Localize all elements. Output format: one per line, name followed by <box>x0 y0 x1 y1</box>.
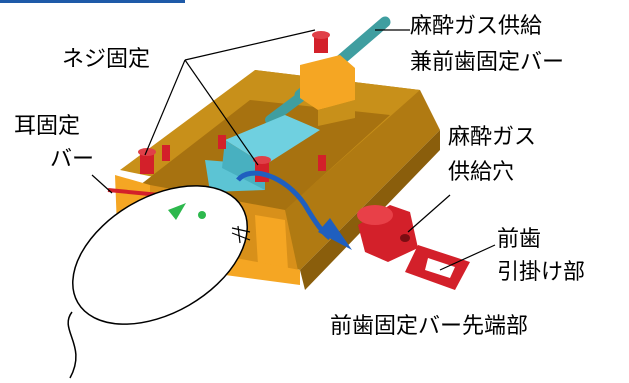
header-accent-rule <box>0 0 185 3</box>
mouse-eye <box>198 211 206 219</box>
label-gas-supply-bar-line2: 兼前歯固定バー <box>410 50 565 75</box>
incisor-bar-tip <box>357 205 470 290</box>
mouse-ear-marker <box>168 203 186 220</box>
label-gas-hole-line2: 供給穴 <box>448 160 515 185</box>
detail-arrow <box>236 170 352 250</box>
label-ear-bar-line1: 耳固定 <box>14 114 81 139</box>
label-incisor-hook-line1: 前歯 <box>497 227 542 252</box>
label-ear-bar-line2: バー <box>50 147 95 172</box>
whisker-3 <box>237 225 241 244</box>
mouse-tail <box>67 311 77 379</box>
whisker-1 <box>231 227 251 233</box>
gas-supply-hole <box>400 234 410 242</box>
leader-lines <box>91 29 496 271</box>
label-gas-supply-bar-line1: 麻酔ガス供給 <box>410 14 543 39</box>
label-incisor-hook-line2: 引掛け部 <box>497 260 586 285</box>
screw-top <box>312 31 330 53</box>
screw-pin-1 <box>162 145 170 161</box>
label-bar-tip: 前歯固定バー先端部 <box>330 314 529 339</box>
whisker-2 <box>231 232 251 241</box>
mouse-outline <box>67 185 251 379</box>
rear-clamp <box>300 55 355 126</box>
screw-left <box>138 148 156 174</box>
label-screw-fix: ネジ固定 <box>62 47 151 72</box>
label-gas-hole-line1: 麻酔ガス <box>448 125 537 150</box>
screw-pin-3 <box>218 135 226 149</box>
screw-pin-2 <box>318 155 326 171</box>
